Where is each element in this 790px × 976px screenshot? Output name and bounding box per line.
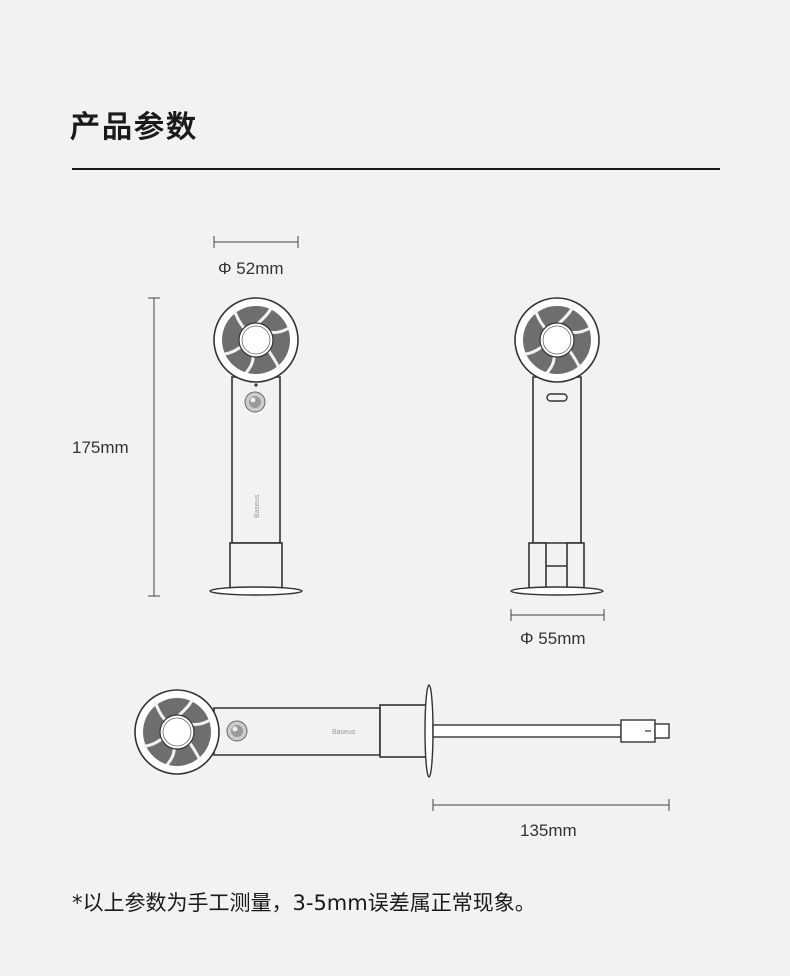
length-line [432, 799, 670, 811]
title-divider [72, 168, 720, 170]
fan-horizontal-view: Baseus [133, 684, 670, 778]
power-button-icon [244, 391, 266, 413]
fan-blade-icon [133, 688, 221, 776]
fan-blade-icon [212, 296, 300, 384]
height-line [148, 297, 160, 597]
base-diameter-label: Φ 55mm [520, 629, 586, 648]
length-label: 135mm [520, 821, 577, 840]
page-title: 产品参数 [70, 110, 198, 145]
top-diameter-label: Φ 52mm [218, 259, 284, 278]
base-diameter-line [510, 609, 605, 621]
height-label: 175mm [72, 438, 129, 457]
measurement-note: *以上参数为手工测量，3-5mm误差属正常现象。 [72, 891, 536, 915]
power-button-icon [226, 720, 248, 742]
usb-c-port-icon [546, 393, 568, 402]
fan-blade-icon [513, 296, 601, 384]
fan-front-view: Baseus [209, 296, 303, 596]
front-brand-label: Baseus [254, 494, 261, 518]
side-brand-label: Baseus [332, 729, 356, 736]
fan-side-view [510, 296, 604, 596]
top-diameter-line [213, 236, 299, 248]
